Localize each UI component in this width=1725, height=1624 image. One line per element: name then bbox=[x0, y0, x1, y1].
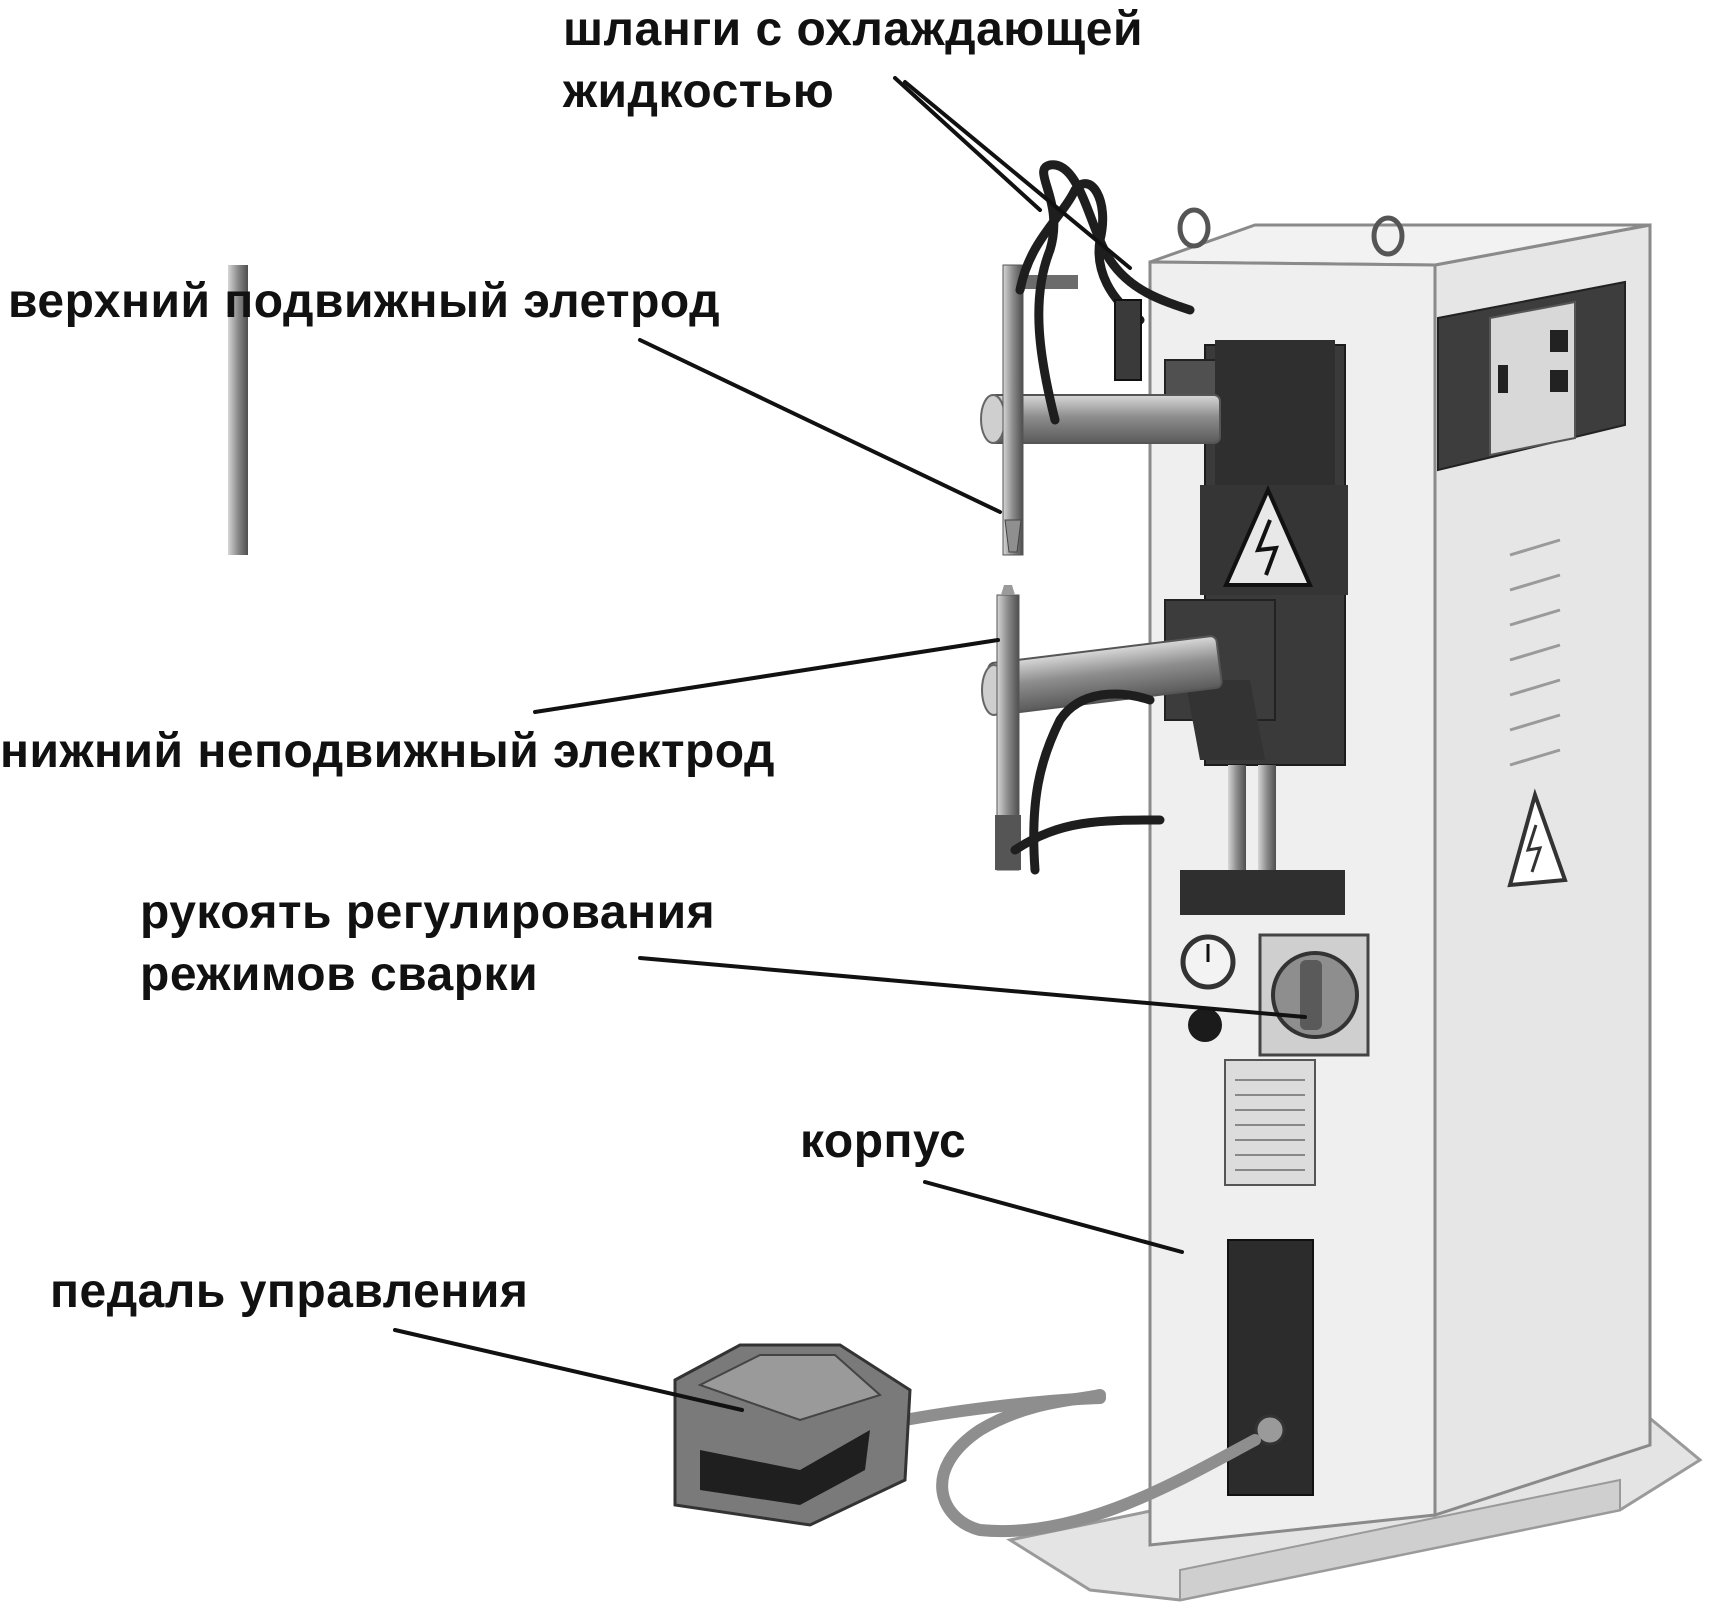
upper-electrode-holder bbox=[228, 265, 248, 555]
front-warning-triangle bbox=[1222, 485, 1314, 587]
power-button bbox=[1188, 1008, 1222, 1042]
leader-lines bbox=[393, 76, 1307, 1412]
cooling-hoses bbox=[1010, 160, 1195, 875]
label-handle-line1: рукоять регулирования bbox=[140, 886, 716, 939]
label-body: корпус bbox=[800, 1115, 967, 1168]
leader-lower-electrode bbox=[533, 638, 1000, 714]
leader-hoses-a bbox=[893, 76, 1042, 212]
label-lower-electrode: нижний неподвижный электрод bbox=[0, 725, 775, 778]
label-hoses-line2: жидкостью bbox=[563, 65, 835, 118]
leader-body bbox=[923, 1180, 1184, 1254]
vent-slots bbox=[1509, 538, 1561, 767]
leader-regulation-knob bbox=[638, 956, 1307, 1019]
side-warning-triangle bbox=[1507, 788, 1568, 888]
label-upper-electrode: верхний подвижный элетрод bbox=[8, 275, 721, 328]
nameplate bbox=[1224, 1059, 1316, 1186]
leader-upper-electrode bbox=[638, 338, 1002, 514]
label-hoses-line1: шланги с охлаждающей bbox=[563, 3, 1143, 56]
leader-hoses-b bbox=[903, 80, 1132, 270]
label-pedal: педаль управления bbox=[50, 1265, 529, 1318]
leader-pedal bbox=[393, 1328, 744, 1412]
label-handle-line2: режимов сварки bbox=[140, 948, 539, 1001]
lifting-eye-right bbox=[1371, 215, 1405, 257]
upper-arm bbox=[989, 394, 1221, 444]
lifting-eye-left bbox=[1177, 207, 1211, 249]
connector-plate bbox=[1227, 1239, 1314, 1496]
